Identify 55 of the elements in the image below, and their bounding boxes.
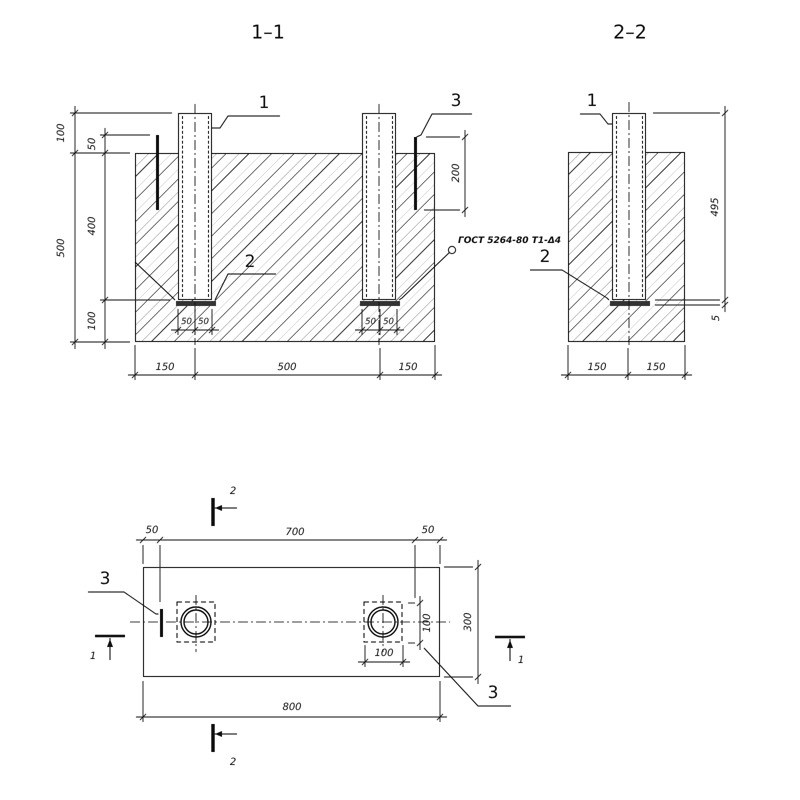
dimension-label: 800 <box>282 703 302 713</box>
anchor-bar <box>160 609 162 637</box>
leader-line <box>134 262 176 300</box>
dimension-label: 100 <box>57 123 67 143</box>
pipe <box>362 113 396 300</box>
dimension-label: 1 <box>518 656 524 666</box>
dimension-label: 150 <box>646 363 666 373</box>
dimension-label: 1 <box>90 652 96 662</box>
dimension-label: 500 <box>277 363 297 373</box>
callout-number: 3 <box>88 573 122 592</box>
dimension-label: 50 <box>422 526 434 536</box>
dimension-label: 2 <box>230 758 236 768</box>
dimension-label: 100 <box>374 649 394 659</box>
weld-note: ГОСТ 5264-80 Т1-Δ4 <box>452 236 558 250</box>
callout-number: 3 <box>440 95 472 114</box>
dimension-label: 2 <box>230 487 236 497</box>
dimension-label: 500 <box>57 238 67 258</box>
pipe <box>178 113 212 300</box>
dimension-label: 150 <box>587 363 607 373</box>
callout-number: 3 <box>475 687 511 706</box>
dimension-label: 200 <box>452 163 462 183</box>
dimension-label: 5 <box>712 314 722 322</box>
dimension-label: 50 <box>365 318 376 326</box>
dimension-label: 100 <box>423 613 433 633</box>
dimension-label: 50 <box>88 138 98 150</box>
dimension-label: 400 <box>88 216 98 236</box>
anchor-bar <box>414 137 416 210</box>
concrete-block <box>143 567 440 677</box>
dimension-label: 300 <box>464 612 474 632</box>
dimension-label: 50 <box>146 526 158 536</box>
dimension-label: 495 <box>711 197 721 217</box>
leader-line <box>88 592 159 614</box>
dimension-label: 100 <box>88 311 98 331</box>
section-title: 2–2 <box>613 24 647 42</box>
leader-line <box>212 116 280 128</box>
section-title: 1–1 <box>251 24 285 42</box>
dimension-label: 700 <box>285 528 305 538</box>
callout-number: 1 <box>248 97 280 116</box>
callout-number: 2 <box>530 251 560 270</box>
dimension-label: 50 <box>198 318 209 326</box>
leader-line <box>416 114 472 138</box>
dimension-label: 150 <box>398 363 418 373</box>
dimension-label: 50 <box>181 318 192 326</box>
leader-line <box>580 114 612 124</box>
leader-line <box>530 270 610 300</box>
dimension-label: 150 <box>155 363 175 373</box>
callout-number: 1 <box>580 95 604 114</box>
anchor-bar <box>156 135 158 210</box>
base-plate <box>610 301 650 306</box>
base-plate <box>176 301 216 306</box>
base-plate <box>360 301 400 306</box>
leader-line <box>424 648 512 706</box>
pipe <box>612 113 646 300</box>
leader-line <box>398 246 456 300</box>
dimension-label: 50 <box>383 318 394 326</box>
